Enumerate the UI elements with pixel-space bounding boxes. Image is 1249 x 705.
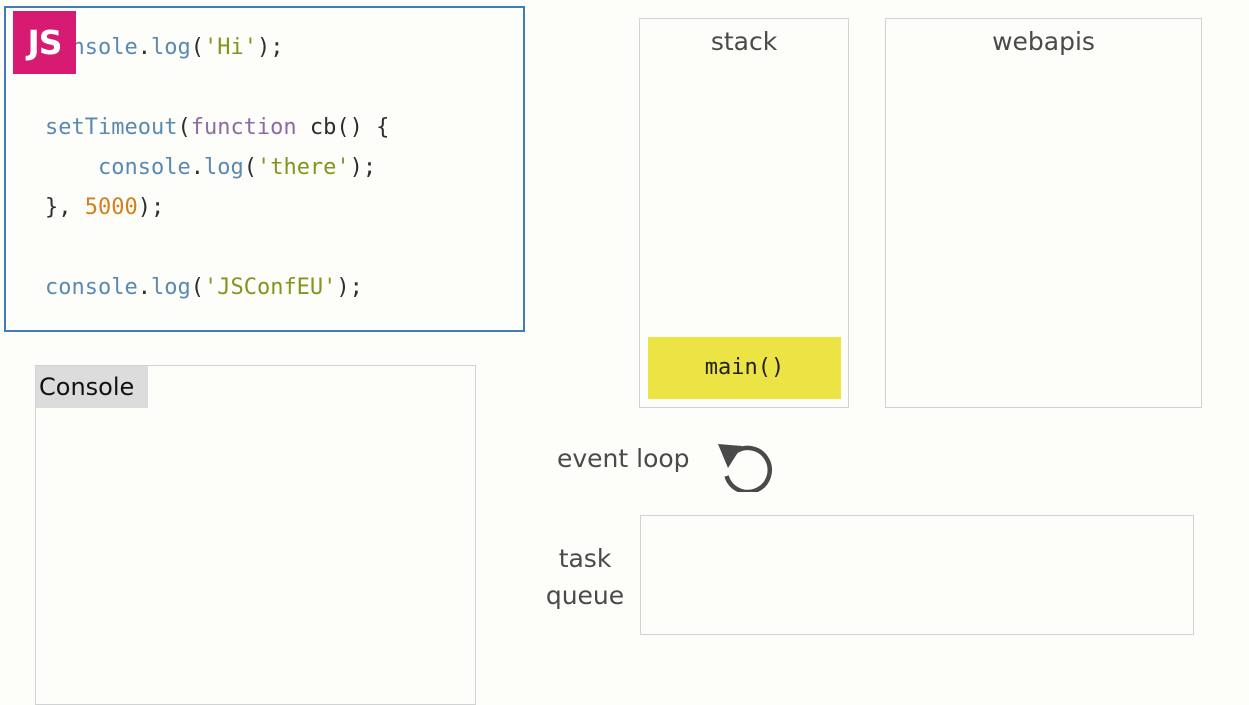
code-token: );	[349, 155, 377, 180]
event-loop-label: event loop	[557, 444, 690, 473]
code-line: console.log('JSConfEU');	[45, 268, 389, 308]
stack-heading: stack	[710, 27, 778, 56]
code-token: console	[97, 155, 191, 180]
console-panel: Console	[35, 365, 476, 705]
code-line	[45, 228, 389, 268]
code-line: console.log('Hi');	[45, 28, 389, 68]
code-token: .	[137, 35, 151, 60]
code-line: setTimeout(function cb() {	[45, 108, 389, 148]
code-token: 'JSConfEU'	[203, 275, 337, 300]
code-token: (	[190, 275, 204, 300]
code-token: cb() {	[296, 115, 390, 140]
stack-frame-main: main()	[648, 337, 841, 399]
code-token: );	[336, 275, 363, 300]
code-token: .	[190, 155, 204, 180]
task-queue-label: task queue	[537, 540, 633, 614]
code-token: 'Hi'	[203, 35, 257, 60]
code-token: },	[45, 195, 85, 220]
console-title: Console	[36, 366, 148, 408]
code-token: log	[150, 35, 191, 60]
code-token: (	[177, 115, 191, 140]
js-logo-badge: JS	[13, 11, 76, 74]
code-token: );	[256, 35, 284, 60]
code-token: (	[190, 35, 204, 60]
code-panel: JS console.log('Hi'); setTimeout(functio…	[4, 6, 525, 332]
code-line: console.log('there');	[45, 148, 389, 188]
code-token: 'there'	[256, 155, 350, 180]
code-token: );	[137, 195, 165, 220]
code-token: log	[203, 155, 244, 180]
code-token: (	[243, 155, 257, 180]
code-token	[45, 155, 98, 180]
circular-arrow-icon	[718, 444, 772, 492]
task-queue-label-line1: task	[558, 544, 612, 573]
code-token: .	[137, 275, 151, 300]
code-token: function	[190, 115, 297, 140]
webapis-panel: webapis	[885, 18, 1202, 408]
task-queue-label-line2: queue	[545, 581, 625, 610]
code-token: 5000	[84, 195, 138, 220]
task-queue-panel	[640, 515, 1194, 635]
code-token: log	[150, 275, 191, 300]
code-line	[45, 68, 389, 108]
code-listing: console.log('Hi'); setTimeout(function c…	[45, 28, 389, 308]
code-token: console	[45, 275, 138, 300]
code-line: }, 5000);	[45, 188, 389, 228]
webapis-heading: webapis	[992, 27, 1095, 56]
call-stack-panel: stack main()	[639, 18, 849, 408]
code-token: setTimeout	[45, 115, 178, 140]
